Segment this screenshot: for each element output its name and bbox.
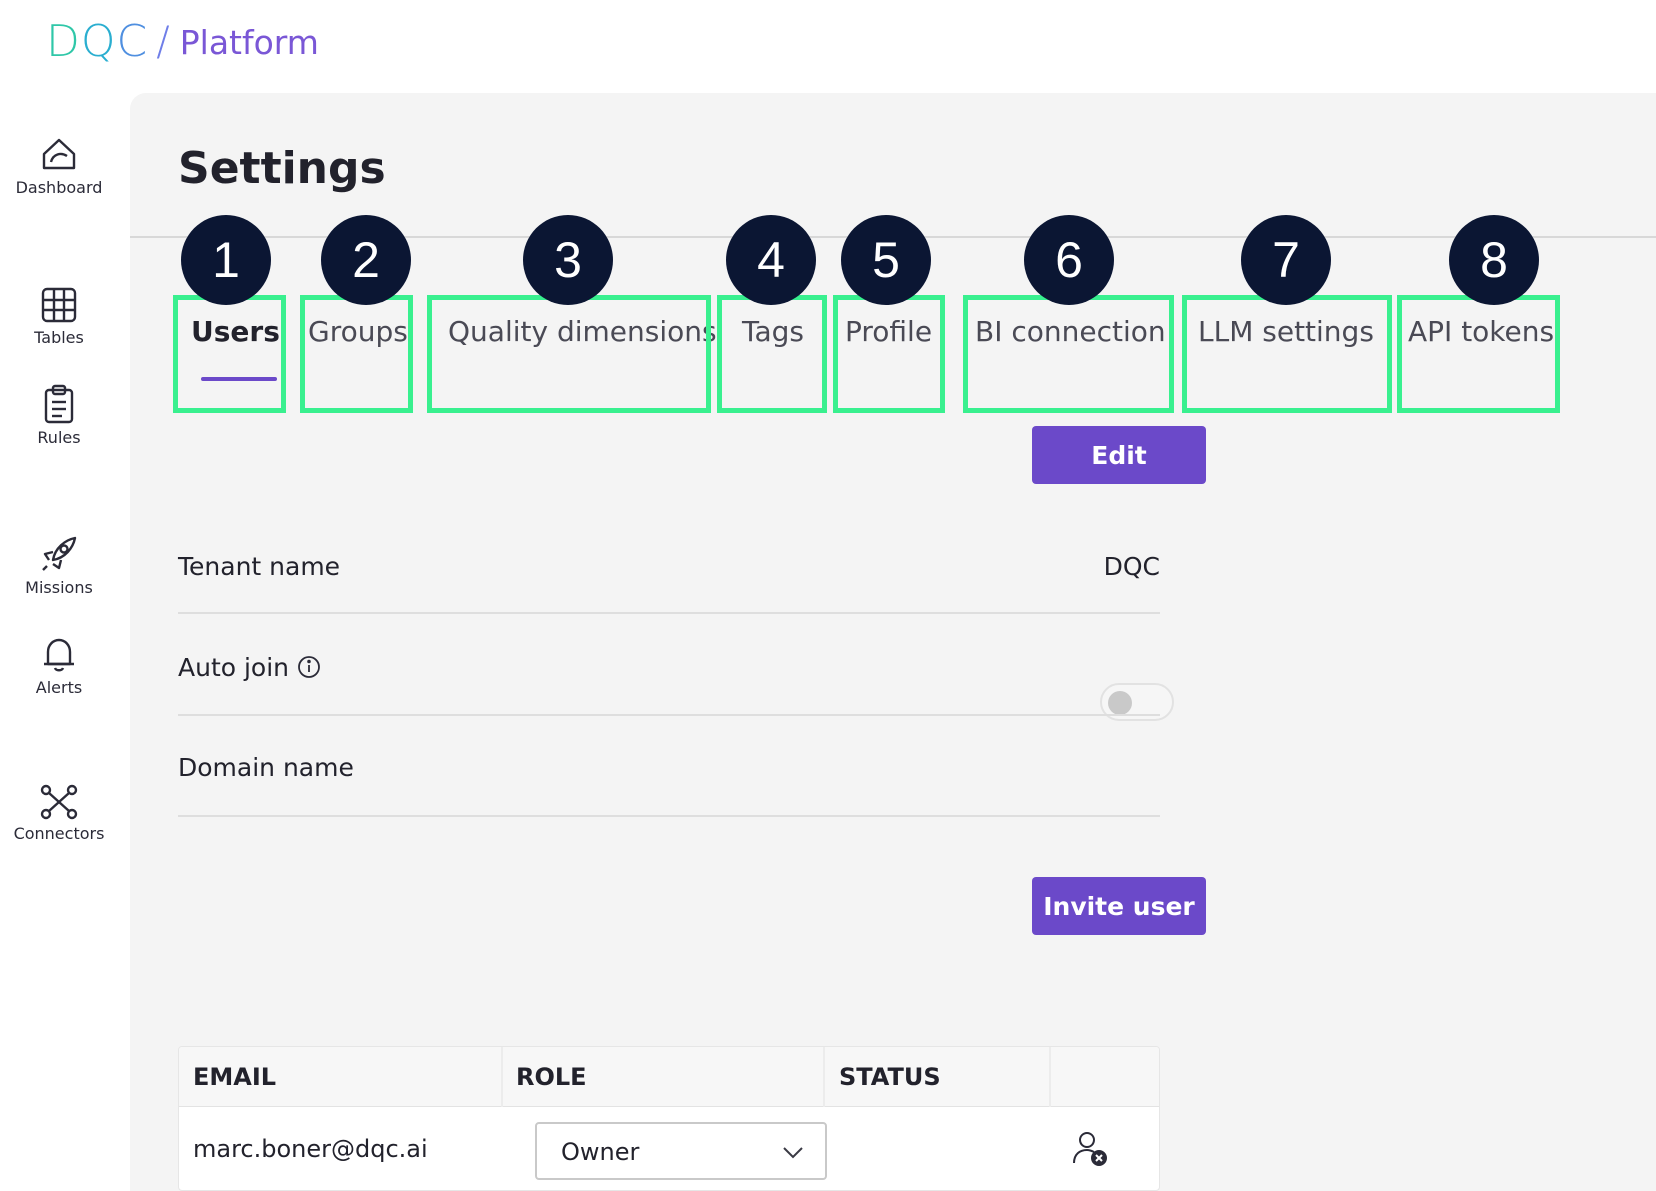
column-header-status[interactable]: STATUS	[839, 1063, 941, 1091]
step-marker: 7	[1241, 215, 1331, 305]
step-marker: 6	[1024, 215, 1114, 305]
tab-highlight-box	[173, 295, 286, 413]
sidebar-item-label: Alerts	[35, 678, 83, 697]
column-header-role[interactable]: ROLE	[516, 1063, 587, 1091]
tab-highlight-box	[963, 295, 1174, 413]
tab-highlight-box	[1397, 295, 1560, 413]
logo-letter: D	[46, 16, 81, 67]
app-logo[interactable]: DQC / Platform	[46, 14, 319, 70]
logo-product-name: Platform	[179, 22, 319, 62]
users-table: EMAIL ROLE STATUS marc.boner@dqc.ai Owne…	[178, 1046, 1160, 1191]
sidebar-item-label: Dashboard	[15, 178, 103, 197]
auto-join-text: Auto join	[178, 653, 290, 682]
role-select-value: Owner	[561, 1138, 640, 1166]
sidebar-item-tables[interactable]: Tables	[0, 286, 118, 347]
auto-join-toggle[interactable]	[1100, 683, 1174, 721]
column-separator	[1049, 1047, 1051, 1107]
column-separator	[501, 1047, 503, 1107]
sidebar: Dashboard Tables Rules Missions	[0, 90, 122, 1191]
edit-button[interactable]: Edit	[1032, 426, 1206, 484]
page-title: Settings	[178, 143, 386, 194]
auto-join-label: Auto join	[178, 653, 321, 682]
tenant-name-value: DQC	[1103, 552, 1160, 581]
step-marker: 3	[523, 215, 613, 305]
sidebar-item-label: Rules	[37, 428, 81, 447]
tab-tags[interactable]: Tags	[742, 315, 804, 348]
step-marker: 8	[1449, 215, 1539, 305]
tab-groups[interactable]: Groups	[308, 315, 408, 348]
table-grid-icon	[41, 287, 77, 323]
tab-highlight-box	[300, 295, 413, 413]
tab-highlight-box	[717, 295, 827, 413]
row-divider	[178, 815, 1160, 817]
sidebar-item-label: Tables	[34, 328, 84, 347]
step-marker: 1	[181, 215, 271, 305]
dashboard-icon	[42, 138, 76, 170]
sidebar-item-alerts[interactable]: Alerts	[0, 634, 118, 697]
sidebar-item-label: Missions	[25, 578, 93, 597]
toggle-knob	[1108, 691, 1132, 715]
invite-user-button[interactable]: Invite user	[1032, 877, 1206, 935]
settings-panel: Settings Users Groups Quality dimensions…	[130, 93, 1656, 1191]
tab-highlight-box	[833, 295, 945, 413]
sidebar-item-rules[interactable]: Rules	[0, 384, 118, 447]
remove-user-icon[interactable]	[1069, 1127, 1113, 1171]
tab-llm-settings[interactable]: LLM settings	[1198, 315, 1374, 348]
tab-profile[interactable]: Profile	[845, 315, 933, 348]
tab-users[interactable]: Users	[191, 315, 280, 348]
sidebar-item-connectors[interactable]: Connectors	[0, 784, 118, 843]
tab-quality-dimensions[interactable]: Quality dimensions	[448, 315, 717, 348]
step-marker: 5	[841, 215, 931, 305]
tab-highlight-box	[427, 295, 711, 413]
row-divider	[178, 612, 1160, 614]
tab-highlight-box	[1182, 295, 1392, 413]
bell-icon	[44, 638, 74, 672]
row-divider	[178, 714, 1160, 716]
step-marker: 2	[321, 215, 411, 305]
clipboard-icon	[44, 384, 74, 424]
column-separator	[823, 1047, 825, 1107]
logo-letter: C	[116, 16, 149, 67]
logo-separator: /	[156, 19, 170, 65]
tenant-name-label: Tenant name	[178, 552, 341, 581]
connectors-icon	[40, 784, 78, 820]
step-marker: 4	[726, 215, 816, 305]
user-email: marc.boner@dqc.ai	[193, 1135, 428, 1163]
active-tab-indicator	[201, 377, 277, 381]
logo-letter: Q	[80, 16, 117, 67]
tab-bi-connection[interactable]: BI connection	[975, 315, 1166, 348]
role-select[interactable]: Owner	[535, 1122, 827, 1180]
column-header-email[interactable]: EMAIL	[193, 1063, 277, 1091]
info-icon[interactable]	[297, 655, 321, 679]
logo-mark: DQC	[46, 20, 148, 64]
tab-api-tokens[interactable]: API tokens	[1408, 315, 1555, 348]
sidebar-item-dashboard[interactable]: Dashboard	[0, 134, 118, 197]
table-header-row: EMAIL ROLE STATUS	[179, 1047, 1159, 1107]
sidebar-item-missions[interactable]: Missions	[0, 534, 118, 597]
sidebar-item-label: Connectors	[13, 824, 105, 843]
rocket-icon	[42, 536, 77, 571]
domain-name-label: Domain name	[178, 753, 354, 782]
chevron-down-icon	[783, 1147, 803, 1159]
